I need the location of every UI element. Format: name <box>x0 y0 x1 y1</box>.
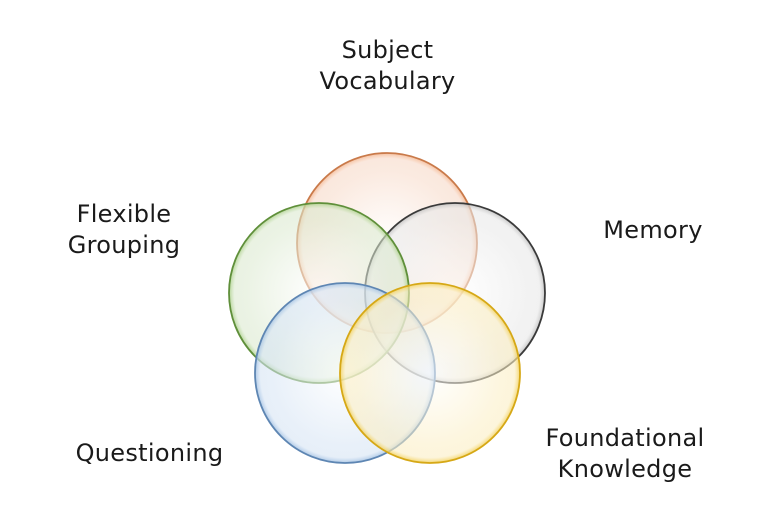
foundational-knowledge-circle <box>339 282 521 464</box>
label-foundational-knowledge-line-2: Knowledge <box>557 455 693 483</box>
label-subject-vocabulary: Subject Vocabulary <box>300 35 475 97</box>
label-foundational-knowledge: Foundational Knowledge <box>520 423 730 485</box>
label-subject-vocabulary-line-2: Vocabulary <box>319 67 456 95</box>
label-flexible-grouping-line-2: Grouping <box>67 231 181 259</box>
label-memory: Memory <box>588 215 718 246</box>
label-flexible-grouping: Flexible Grouping <box>44 199 204 261</box>
label-flexible-grouping-line-1: Flexible <box>76 200 172 228</box>
label-questioning: Questioning <box>62 438 237 469</box>
label-memory-line-1: Memory <box>603 216 703 244</box>
label-foundational-knowledge-line-1: Foundational <box>545 424 705 452</box>
label-questioning-line-1: Questioning <box>75 439 224 467</box>
label-subject-vocabulary-line-1: Subject <box>341 36 434 64</box>
